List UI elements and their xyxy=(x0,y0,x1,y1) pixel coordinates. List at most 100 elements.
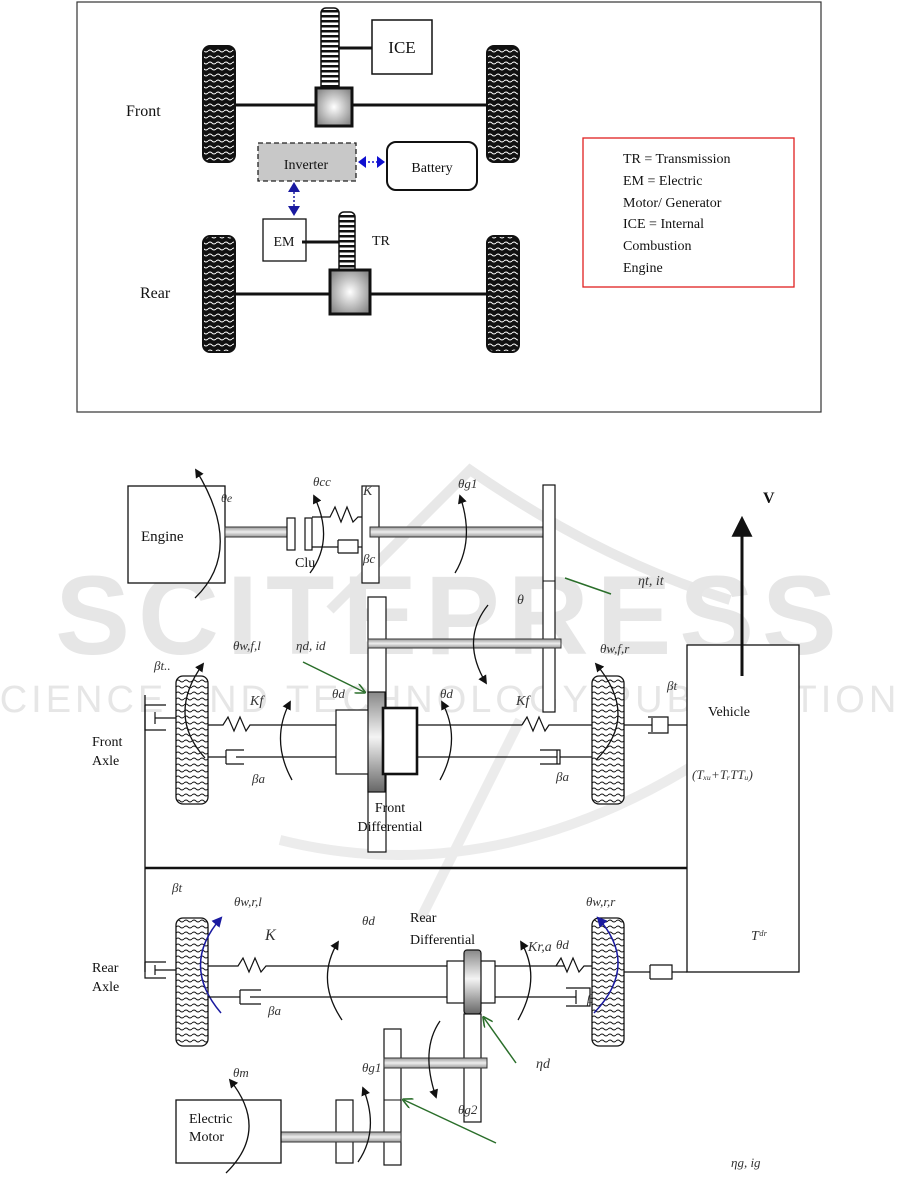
tr-label: TR xyxy=(372,234,391,249)
rear-right-wheel-rotation-arrow xyxy=(593,916,619,1014)
theta-m-label: θm xyxy=(233,1065,249,1080)
rear-diff-label-2: Differential xyxy=(410,933,475,948)
em-label: EM xyxy=(274,235,296,250)
electric-motor-box xyxy=(175,1099,282,1164)
bottom-figure: Engine Clu θe θcc K βc θg1 ηt, it θ V xyxy=(92,468,800,1174)
theta-dfl-label: θd xyxy=(332,686,345,701)
rear-diff-label: Rear xyxy=(410,911,437,926)
k-clutch-label: K xyxy=(362,484,373,499)
rear-right-tire-damper xyxy=(624,964,687,980)
beta-afr-label: βa xyxy=(555,769,569,784)
rear-diff-ring-gear xyxy=(463,949,482,1015)
inverter-battery-link-icon xyxy=(358,156,385,168)
theta-dfr-label: θd xyxy=(440,686,453,701)
rear-wheel-right xyxy=(591,917,625,1047)
eta-d-rear-label: ηd xyxy=(536,1057,551,1072)
theta-g1-rear-label: θg1 xyxy=(362,1060,381,1075)
front-diff-annotation-arrow xyxy=(302,661,364,692)
rear-axle-label: Rear xyxy=(92,961,119,976)
electric-motor-label: Electric xyxy=(189,1112,233,1127)
rear-gear-g1 xyxy=(383,1028,402,1166)
front-left-shaft-rotation-arrow xyxy=(279,700,293,781)
eta-d-label: ηd, id xyxy=(296,638,326,653)
front-left-wheel-rotation-arrow xyxy=(184,662,206,759)
rear-wheel-left xyxy=(175,917,209,1047)
front-diff-label: Front xyxy=(375,801,405,816)
em-box xyxy=(262,218,307,262)
rear-intermediate-shaft xyxy=(383,1057,488,1069)
front-left-damper xyxy=(208,749,336,765)
inverter-label: Inverter xyxy=(284,158,329,173)
rear-left-damper xyxy=(208,989,456,1005)
engine-shaft xyxy=(224,526,288,538)
gearbox-annotation-arrow xyxy=(404,1100,497,1144)
transmission-annotation-line xyxy=(564,577,612,595)
legend-item: ICE = Internal xyxy=(623,217,704,232)
rear-wheel-left xyxy=(202,235,236,353)
inverter-box xyxy=(257,142,357,182)
rear-right-spring xyxy=(555,956,592,974)
k-fl-label: Kf xyxy=(249,694,265,709)
theta-cc-label: θcc xyxy=(313,474,331,489)
k-fr-label: Kf xyxy=(515,694,531,709)
front-right-tire-damper xyxy=(624,716,687,734)
beta-afl-label: βa xyxy=(251,771,265,786)
beta-tfr-label: βt xyxy=(666,678,677,693)
theta-drr-label: θd xyxy=(556,937,569,952)
velocity-label: V xyxy=(763,490,775,507)
battery-label: Battery xyxy=(411,161,452,176)
beta-arl-label: βa xyxy=(267,1003,281,1018)
electric-motor-label-2: Motor xyxy=(189,1130,224,1145)
rear-gearbox xyxy=(328,268,372,316)
theta-drl-label: θd xyxy=(362,913,375,928)
top-figure: ICE Front Inverter Battery EM TR Rear xyxy=(76,1,822,413)
clutch-spring xyxy=(312,505,362,524)
vehicle-label: Vehicle xyxy=(708,705,750,720)
beta-trl-label: βt xyxy=(171,880,182,895)
theta-g1-label: θg1 xyxy=(458,476,477,491)
theta-wfl-label: θw,f,l xyxy=(233,638,261,653)
vehicle-box xyxy=(686,644,800,973)
countershaft-rotation-arrow xyxy=(472,604,489,685)
front-diff-label-2: Differential xyxy=(357,820,422,835)
rear-left-wheel-rotation-arrow xyxy=(199,916,223,1014)
vehicle-force-label: (Tₓᵤ+TᵣTTᵤ) xyxy=(692,767,753,782)
clutch-plate-a xyxy=(286,517,296,551)
clutch-label: Clu xyxy=(295,556,315,571)
eta-t-label: ηt, it xyxy=(638,574,665,589)
eta-g-label: ηg, ig xyxy=(731,1155,761,1170)
front-wheel-left xyxy=(202,45,236,163)
gear1-rotation-arrow xyxy=(454,494,468,574)
k-rl-label: K xyxy=(264,927,277,944)
theta-wfr-label: θw,f,r xyxy=(600,641,630,656)
front-right-damper xyxy=(417,749,592,765)
engine-box xyxy=(127,485,226,584)
legend-box xyxy=(582,137,795,288)
front-tire-damper-left xyxy=(144,704,178,731)
rear-gear-column xyxy=(338,211,356,279)
front-right-wheel-rotation-arrow xyxy=(594,662,619,761)
beta-clutch-label: βc xyxy=(362,551,375,566)
rear-tire-damper-left xyxy=(144,961,178,979)
rear-right-damper xyxy=(565,987,591,1007)
input-shaft xyxy=(369,526,556,538)
drag-torque-label: Tᵈʳ xyxy=(751,929,767,944)
rear-diff-annotation-arrow xyxy=(484,1018,517,1064)
theta-e-label: θe xyxy=(221,491,233,505)
front-wheel-right xyxy=(591,675,625,805)
front-left-spring xyxy=(208,715,336,733)
theta-g2-rear-label: θg2 xyxy=(458,1102,478,1117)
clutch-plate-b xyxy=(304,517,313,551)
rear-label: Rear xyxy=(140,285,171,302)
rear-wheel-right xyxy=(486,235,520,353)
rear-axle-label-2: Axle xyxy=(92,980,119,995)
rear-left-shaft-rotation-arrow xyxy=(326,940,343,1021)
transmission-gear-right xyxy=(542,484,556,713)
beta-tfl-label: βt.. xyxy=(153,658,171,673)
motor-rotation-arrow xyxy=(225,1078,250,1174)
legend: TR = Transmission EM = Electric Motor/ G… xyxy=(623,152,730,276)
clutch-rotation-arrow xyxy=(309,494,325,574)
theta-wrr-label: θw,r,r xyxy=(586,894,616,909)
motor-shaft xyxy=(271,1131,402,1143)
